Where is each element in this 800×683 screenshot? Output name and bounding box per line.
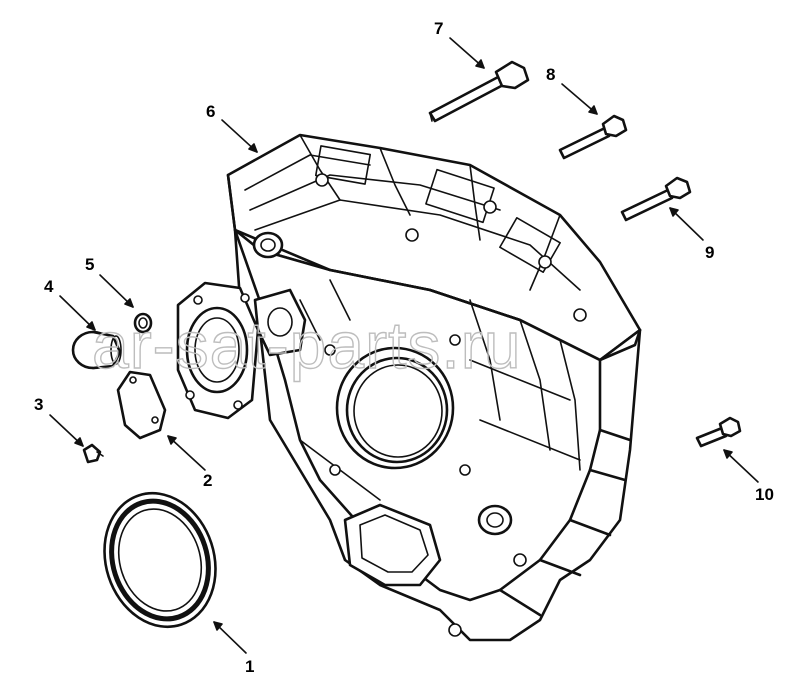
callout-10: 10	[755, 485, 774, 504]
o-ring	[133, 312, 153, 334]
callout-6: 6	[206, 102, 215, 121]
bolt-10	[695, 416, 742, 448]
leader-lines	[49, 37, 759, 654]
callout-1: 1	[245, 657, 254, 676]
long-bolt-7	[428, 60, 530, 123]
callout-5: 5	[85, 255, 94, 274]
callout-3: 3	[34, 395, 43, 414]
callout-2: 2	[203, 471, 212, 490]
seal-ring	[103, 491, 217, 629]
callout-8: 8	[546, 65, 555, 84]
callout-9: 9	[705, 243, 714, 262]
small-bolt	[82, 443, 104, 464]
bolt-8	[558, 114, 628, 160]
watermark-text: ar-sat-parts.ru	[92, 308, 521, 382]
callout-4: 4	[44, 277, 54, 296]
gasket	[116, 370, 167, 440]
bolt-9	[620, 176, 692, 222]
flywheel-housing	[176, 133, 642, 642]
callout-7: 7	[434, 19, 443, 38]
plug-cap	[71, 330, 122, 370]
